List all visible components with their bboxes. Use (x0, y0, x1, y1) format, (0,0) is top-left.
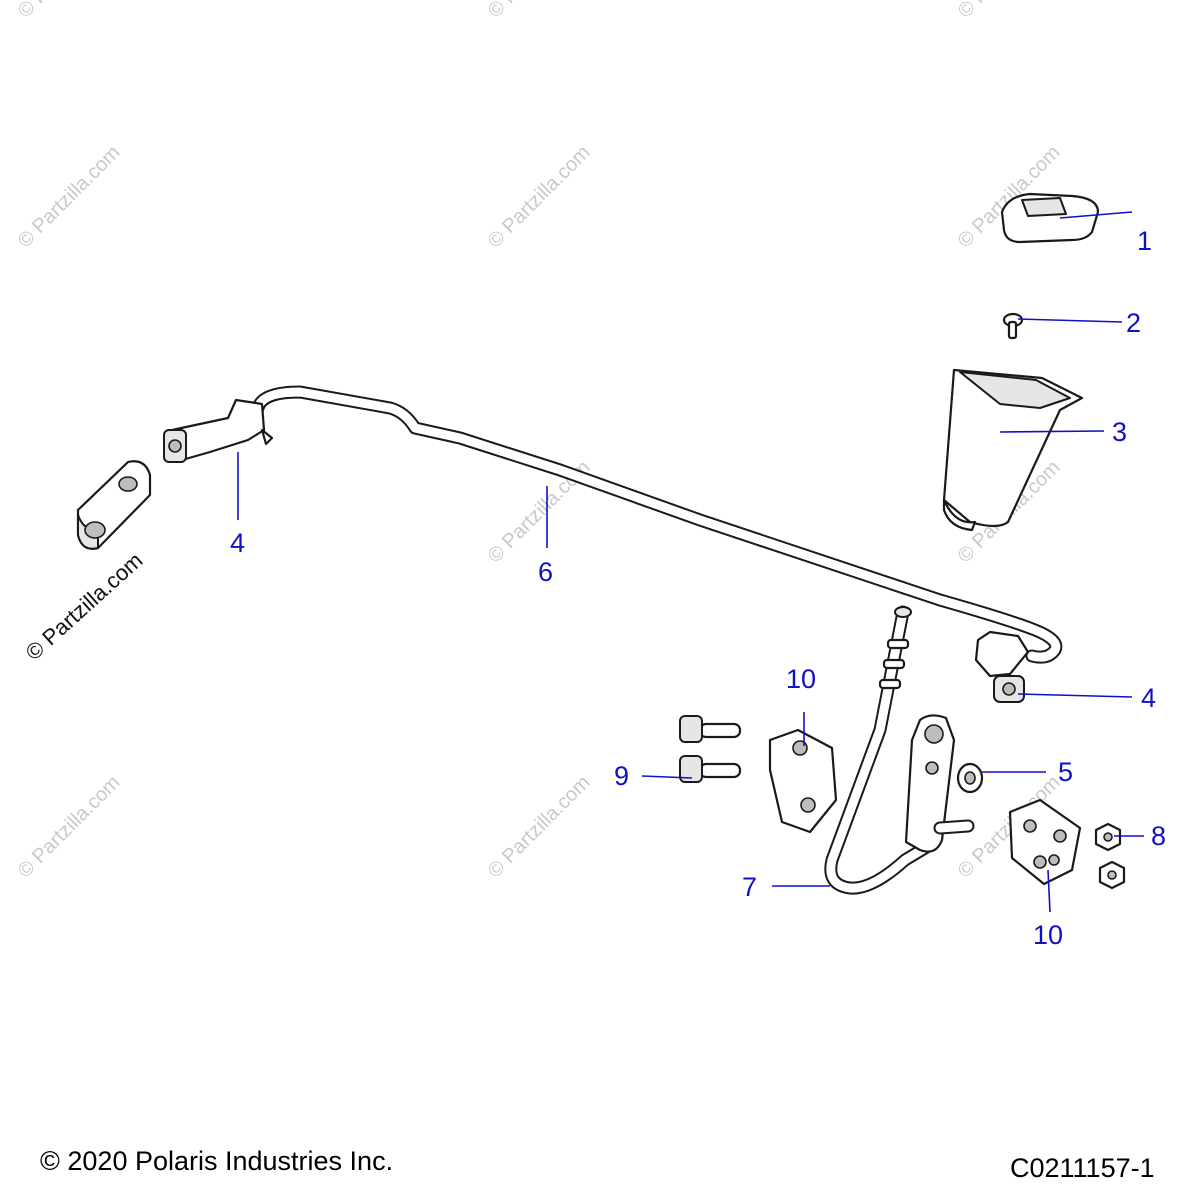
leader-lines (237, 211, 1144, 913)
callout-5[interactable]: 5 (1058, 757, 1074, 787)
callout-3[interactable]: 3 (1112, 417, 1128, 447)
callout-9[interactable]: 9 (614, 761, 630, 791)
callout-4-left[interactable]: 4 (230, 528, 246, 558)
shift-lever (824, 605, 975, 895)
shift-knob (1000, 192, 1100, 244)
rod-end-clip-right (974, 630, 1030, 703)
callout-4-right[interactable]: 4 (1141, 683, 1157, 713)
shift-rod (251, 385, 1063, 664)
callout-10-upper[interactable]: 10 (786, 664, 817, 694)
washer (956, 762, 984, 794)
rod-end-clip-left (163, 398, 274, 463)
drawing-id: C0211157-1 (1010, 1153, 1155, 1183)
spacer-block (76, 460, 152, 550)
pivot-mount-lower (1008, 798, 1082, 886)
pivot-mount-upper (768, 728, 838, 834)
copyright-notice: © 2020 Polaris Industries Inc. (40, 1146, 394, 1176)
shift-handle (942, 368, 1084, 532)
nuts (1094, 822, 1126, 890)
screw (1002, 312, 1024, 340)
callout-1[interactable]: 1 (1137, 226, 1153, 256)
callout-10-lower[interactable]: 10 (1033, 920, 1064, 950)
callout-6[interactable]: 6 (538, 557, 554, 587)
bolts (679, 715, 742, 783)
callout-8[interactable]: 8 (1151, 821, 1167, 851)
callout-2[interactable]: 2 (1126, 308, 1142, 338)
callout-7[interactable]: 7 (742, 872, 758, 902)
